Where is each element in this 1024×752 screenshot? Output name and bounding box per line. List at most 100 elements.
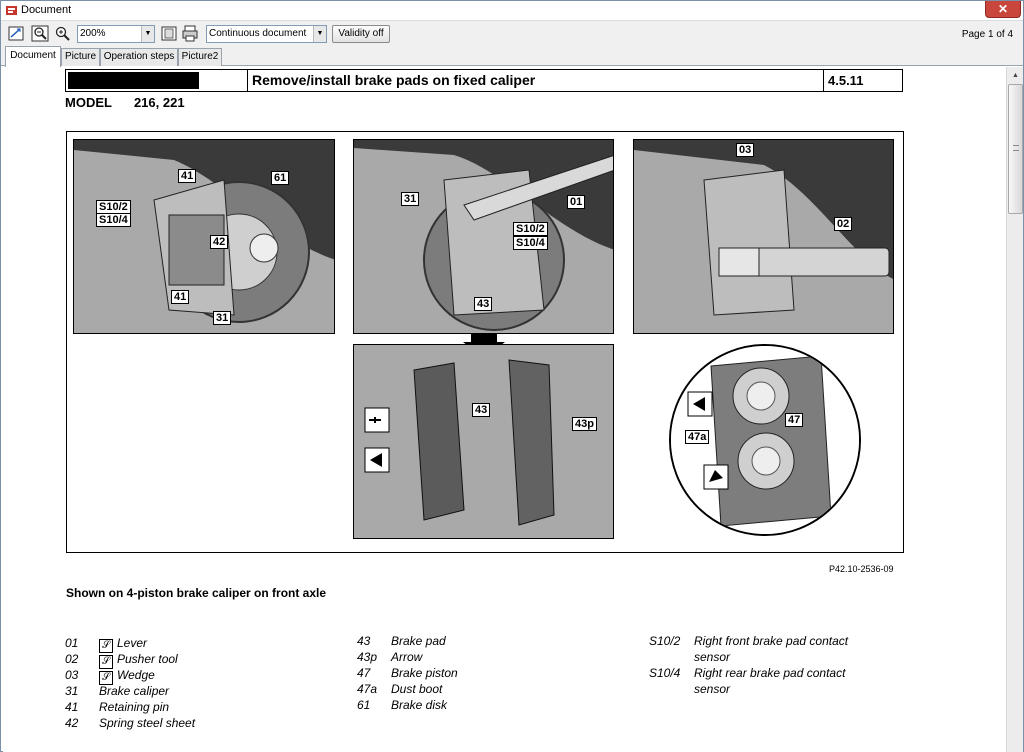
legend-text: Pusher tool — [117, 652, 178, 666]
figure: 61 41 S10/2 S10/4 42 41 31 31 01 S — [66, 131, 904, 553]
pistons-illustration — [671, 346, 859, 534]
special-tool-icon: 𝒮 — [99, 655, 113, 669]
special-tool-icon: 𝒮 — [99, 671, 113, 685]
scroll-up-icon[interactable]: ▲ — [1012, 72, 1019, 79]
legend-code: 47 — [357, 666, 371, 680]
tab-bar: Document Picture Operation steps Picture… — [1, 46, 1023, 67]
callout: 43 — [472, 403, 491, 417]
figure-panel-caliper-pins: 61 41 S10/2 S10/4 42 41 31 — [73, 139, 335, 334]
legend-item: 02 𝒮 Pusher tool — [65, 651, 325, 669]
close-button[interactable]: ✕ — [985, 1, 1021, 18]
document-header: Remove/install brake pads on fixed calip… — [65, 69, 903, 92]
chevron-down-icon: ▼ — [313, 26, 326, 42]
model-line: MODEL 216, 221 — [65, 95, 185, 110]
callout: 43 — [474, 297, 493, 311]
legend-item-continued: sensor — [649, 681, 949, 697]
document-number: 4.5.11 — [828, 73, 864, 88]
print-icon[interactable] — [181, 25, 199, 42]
legend-text: Right rear brake pad contact — [694, 666, 846, 680]
zoom-out-icon[interactable] — [31, 25, 49, 42]
tab-picture2[interactable]: Picture2 — [178, 48, 222, 66]
legend-code: S10/4 — [649, 666, 681, 680]
legend-text: sensor — [694, 650, 731, 664]
figure-panel-pusher-tool: 03 02 — [633, 139, 894, 334]
fit-page-icon[interactable] — [7, 25, 25, 42]
legend-text: Lever — [117, 636, 148, 650]
document-title: Remove/install brake pads on fixed calip… — [248, 70, 824, 91]
page-of: of — [996, 29, 1005, 40]
legend-code: 47a — [357, 682, 378, 696]
figure-panel-lever: 31 01 S10/2 S10/4 43 — [353, 139, 614, 334]
legend-code: 43 — [357, 634, 371, 648]
legend-code: 31 — [65, 684, 79, 698]
legend-item: 41 Retaining pin — [65, 699, 325, 715]
callout: S10/2 — [513, 222, 548, 236]
title-bar: Document ✕ — [1, 1, 1023, 21]
legend-code: 01 — [65, 636, 79, 650]
legend-item: 47 Brake piston — [357, 665, 617, 681]
legend-code: 03 — [65, 668, 79, 682]
legend-code: 02 — [65, 652, 79, 666]
callout: S10/4 — [96, 213, 131, 227]
legend-text: Right front brake pad contact — [694, 634, 849, 648]
legend-text: sensor — [694, 682, 731, 696]
callout: 02 — [834, 217, 853, 231]
legend-code: 41 — [65, 700, 79, 714]
callout: 01 — [567, 195, 586, 209]
scroll-thumb[interactable] — [1008, 84, 1023, 214]
tab-picture[interactable]: Picture — [61, 48, 100, 66]
close-icon: ✕ — [997, 2, 1009, 16]
page-total: 4 — [1007, 29, 1013, 40]
figure-panel-brake-pads: 43 43p — [353, 344, 614, 539]
tab-operation-steps[interactable]: Operation steps — [100, 48, 178, 66]
brake-pads-illustration — [354, 345, 613, 538]
redacted-cell — [66, 70, 248, 91]
validity-button[interactable]: Validity off — [332, 25, 390, 43]
callout: 31 — [401, 192, 420, 206]
zoom-in-icon[interactable] — [54, 25, 72, 42]
model-label: MODEL — [65, 95, 112, 110]
legend-item-continued: sensor — [649, 649, 949, 665]
page-indicator: Page 1 of 4 — [962, 29, 1013, 40]
callout: 31 — [213, 311, 232, 325]
tool-check-icon — [703, 464, 729, 490]
callout: 03 — [736, 143, 755, 157]
page-view-icon[interactable] — [160, 25, 178, 42]
view-mode-value: Continuous document — [209, 28, 307, 39]
tab-document[interactable]: Document — [5, 46, 61, 67]
callout: 47a — [685, 430, 710, 444]
remove-icon — [364, 407, 390, 433]
callout: S10/2 — [96, 200, 131, 214]
caliper-illustration — [74, 140, 334, 333]
legend-code: 42 — [65, 716, 79, 730]
lever-illustration — [354, 140, 613, 333]
chevron-down-icon: ▼ — [141, 26, 154, 42]
callout: 47 — [785, 413, 804, 427]
legend-item: 47a Dust boot — [357, 681, 617, 697]
zoom-select[interactable]: 200% ▼ — [77, 25, 155, 43]
view-mode-select[interactable]: Continuous document ▼ — [206, 25, 327, 43]
zoom-value: 200% — [80, 28, 106, 39]
install-icon — [687, 391, 713, 417]
legend-text: Brake piston — [391, 666, 458, 680]
toolbar: 200% ▼ Continuous document ▼ Validity of… — [1, 21, 1023, 46]
vertical-scrollbar[interactable]: ▲ — [1006, 67, 1023, 752]
legend-text: Brake disk — [391, 698, 448, 712]
legend-text: Retaining pin — [99, 700, 170, 714]
figure-caption: Shown on 4-piston brake caliper on front… — [66, 586, 327, 600]
callout: 61 — [271, 171, 290, 185]
model-value: 216, 221 — [133, 95, 185, 110]
callout: S10/4 — [513, 236, 548, 250]
legend-text: Dust boot — [391, 682, 443, 696]
redacted-block — [68, 72, 199, 89]
page-current: 1 — [987, 29, 994, 40]
grip-icon — [1013, 145, 1019, 151]
